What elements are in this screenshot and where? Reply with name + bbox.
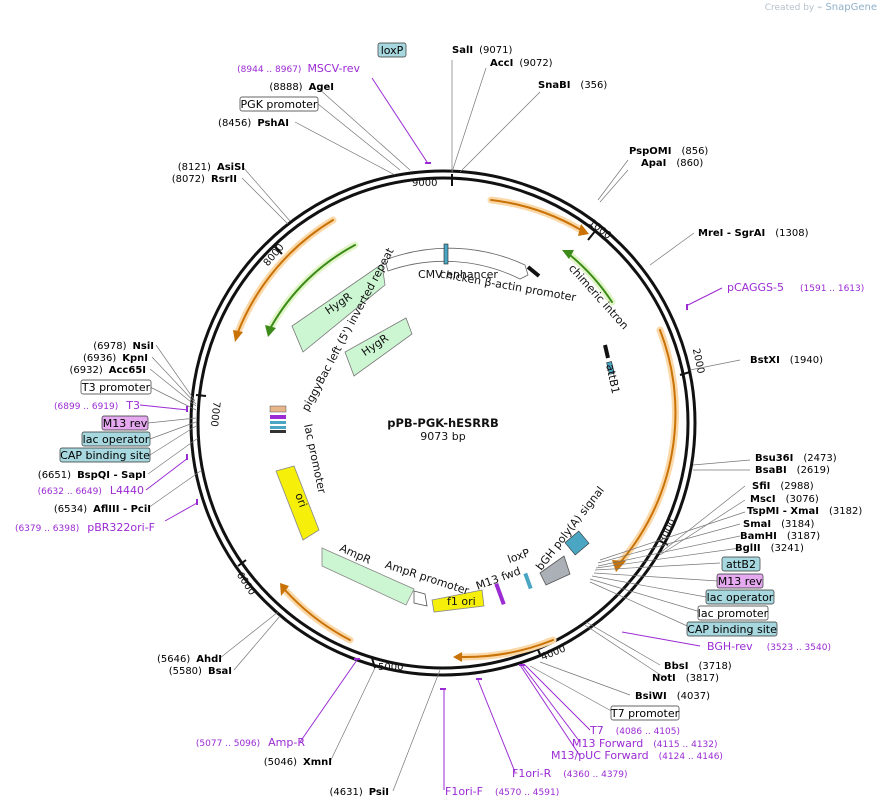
enzyme-kpni[interactable]: (6936)KpnI [83,353,148,364]
boxed-labels: loxP PGK promoter T3 promoter M13 rev la… [59,42,778,721]
enzyme-msci[interactable]: MscI(3076) [750,494,819,505]
svg-text:lac operator: lac operator [707,591,774,604]
primer-f1ori-f[interactable]: F1ori-F(4570 .. 4591) [445,785,559,798]
enzyme-bsabi[interactable]: BsaBI(2619) [755,465,830,476]
enzymes-left: (8888)AgeI (8456)PshAI (8121)AsiSI (8072… [38,82,334,515]
enzyme-afliii[interactable]: (6534)AflIII - PciI [54,504,151,515]
enzymes-bottom: (5646)AhdI (5580)BsaI (5046)XmnI (4631)P… [157,654,389,798]
enzyme-ahdi[interactable]: (5646)AhdI [157,654,222,665]
orf-arrows [233,196,679,662]
primer-t7[interactable]: T7(4086 .. 4105) [589,724,680,737]
primer-lines [139,77,723,790]
cmv-enhancer-label: CMV enhancer [418,268,498,281]
enzymes-top: SalI(9071) AccI(9072) [452,45,553,69]
backbone [189,169,697,677]
inner-features [269,243,615,613]
primer-amp-r[interactable]: (5077 .. 5096)Amp-R [196,736,305,749]
enzyme-acc65i[interactable]: (6932)Acc65I [70,365,147,376]
enzyme-pshai[interactable]: (8456)PshAI [218,118,289,129]
snapgene-logo-icon: ⌁ [817,3,823,13]
svg-text:M13 rev: M13 rev [718,575,763,588]
tag-loxp-top[interactable]: loxP [377,42,407,58]
lac-promoter-label: lac promoter [301,423,328,495]
enzyme-smai[interactable]: SmaI(3184) [743,519,814,530]
enzyme-noti[interactable]: NotI(3817) [652,673,719,684]
enzyme-rsrii[interactable]: (8072)RsrII [172,174,237,185]
enzyme-agei[interactable]: (8888)AgeI [269,82,334,93]
enzyme-bglii[interactable]: BglII(3241) [735,543,804,554]
enzyme-xmni[interactable]: (5046)XmnI [264,757,332,768]
tag-attb2[interactable]: attB2 [721,556,761,572]
tag-cap-site-left[interactable]: CAP binding site [59,447,151,463]
tag-m13-rev-right[interactable]: M13 rev [716,573,764,589]
enzyme-bbsi[interactable]: BbsI(3718) [664,661,732,672]
tag-t3-promoter[interactable]: T3 promoter [80,379,152,395]
enzyme-bamhi[interactable]: BamHI(3187) [740,531,820,542]
tag-lac-operator-left[interactable]: lac operator [81,431,151,447]
primer-pcaggs-5[interactable]: pCAGGS-5(1591 .. 1613) [727,281,864,294]
enzyme-apai[interactable]: ApaI(860) [641,158,703,169]
tick-marks: 9000 1000 2000 3000 4000 5000 6000 7000 … [195,174,706,673]
svg-text:M13 rev: M13 rev [103,417,148,430]
tag-pgk-promoter[interactable]: PGK promoter [239,96,319,112]
primer-f1ori-r[interactable]: F1ori-R(4360 .. 4379) [512,767,628,780]
primer-markers [186,162,688,690]
tick-5000: 5000 [378,662,403,673]
enzyme-bstxi[interactable]: BstXI(1940) [750,355,823,366]
connector-lines [147,60,751,792]
primer-t3[interactable]: (6899 .. 6919)T3 [54,399,140,412]
ori-label: ori [292,491,309,509]
svg-text:T7 promoter: T7 promoter [610,707,680,720]
plasmid-size: 9073 bp [420,430,465,443]
enzymes-right: SnaBI(356) PspOMI(856) ApaI(860) MreI - … [538,80,862,702]
enzyme-sali[interactable]: SalI(9071) [452,45,512,56]
primer-bgh-rev[interactable]: BGH-rev(3523 .. 3540) [707,640,831,653]
tick-7000: 7000 [208,401,222,427]
watermark-brand: SnapGene [825,2,877,13]
enzyme-srei[interactable]: MreI - SgrAI(1308) [698,228,809,239]
tag-m13-rev-left[interactable]: M13 rev [101,415,149,431]
plasmid-name: pPB-PGK-hESRRB [387,416,499,430]
attb1-label: attB1 [603,363,622,395]
primer-labels: (8944 .. 8967)MSCV-rev pCAGGS-5(1591 .. … [15,62,864,798]
enzyme-pspomi[interactable]: PspOMI(856) [629,146,708,157]
svg-text:loxP: loxP [381,44,404,57]
tag-lac-operator-right[interactable]: lac operator [705,589,775,605]
enzyme-nsii[interactable]: (6978)NsiI [93,341,154,352]
primer-m13-puc-forward[interactable]: M13/pUC Forward(4124 .. 4146) [551,749,723,762]
tag-t7-promoter[interactable]: T7 promoter [610,705,680,721]
svg-text:T3 promoter: T3 promoter [81,381,151,394]
tick-2000: 2000 [690,348,706,375]
f1-ori-label: f1 ori [447,595,476,608]
enzyme-bsai[interactable]: (5580)BsaI [169,666,232,677]
bgh-label: bGH poly(A) signal [533,484,606,573]
tick-9000: 9000 [412,178,437,189]
tag-cap-site-right[interactable]: CAP binding site [686,621,778,637]
svg-text:CAP binding site: CAP binding site [687,623,777,636]
svg-text:CAP binding site: CAP binding site [60,449,150,462]
svg-text:attB2: attB2 [726,558,756,571]
enzyme-tspmi[interactable]: TspMI - XmaI(3182) [747,506,862,517]
tag-lac-promoter-right[interactable]: lac promoter [697,605,769,621]
enzyme-sfii[interactable]: SfiI(2988) [752,481,814,492]
enzyme-acci[interactable]: AccI(9072) [490,58,553,69]
svg-text:PGK promoter: PGK promoter [241,98,318,111]
enzyme-asisi[interactable]: (8121)AsiSI [178,162,245,173]
primer-m13-forward[interactable]: M13 Forward(4115 .. 4132) [572,737,718,750]
primer-mscv-rev[interactable]: (8944 .. 8967)MSCV-rev [237,62,360,75]
enzyme-psii[interactable]: (4631)PsiI [329,787,389,798]
svg-text:lac promoter: lac promoter [698,607,769,620]
enzyme-bsu36i[interactable]: Bsu36I(2473) [755,453,837,464]
snapgene-watermark: Created by ⌁ SnapGene [765,2,877,13]
svg-text:lac operator: lac operator [83,433,150,446]
enzyme-snabi[interactable]: SnaBI(356) [538,80,607,91]
enzyme-bsiwi[interactable]: BsiWI(4037) [635,691,710,702]
primer-pbr322ori-f[interactable]: (6379 .. 6398)pBR322ori-F [15,521,155,534]
enzyme-bspqi[interactable]: (6651)BspQI - SapI [38,470,146,481]
watermark-prefix: Created by [764,3,815,13]
loxp-inner-label: loxP [506,546,532,566]
primer-l4440[interactable]: (6632 .. 6649)L4440 [38,484,144,497]
tick-6000: 6000 [234,570,257,597]
